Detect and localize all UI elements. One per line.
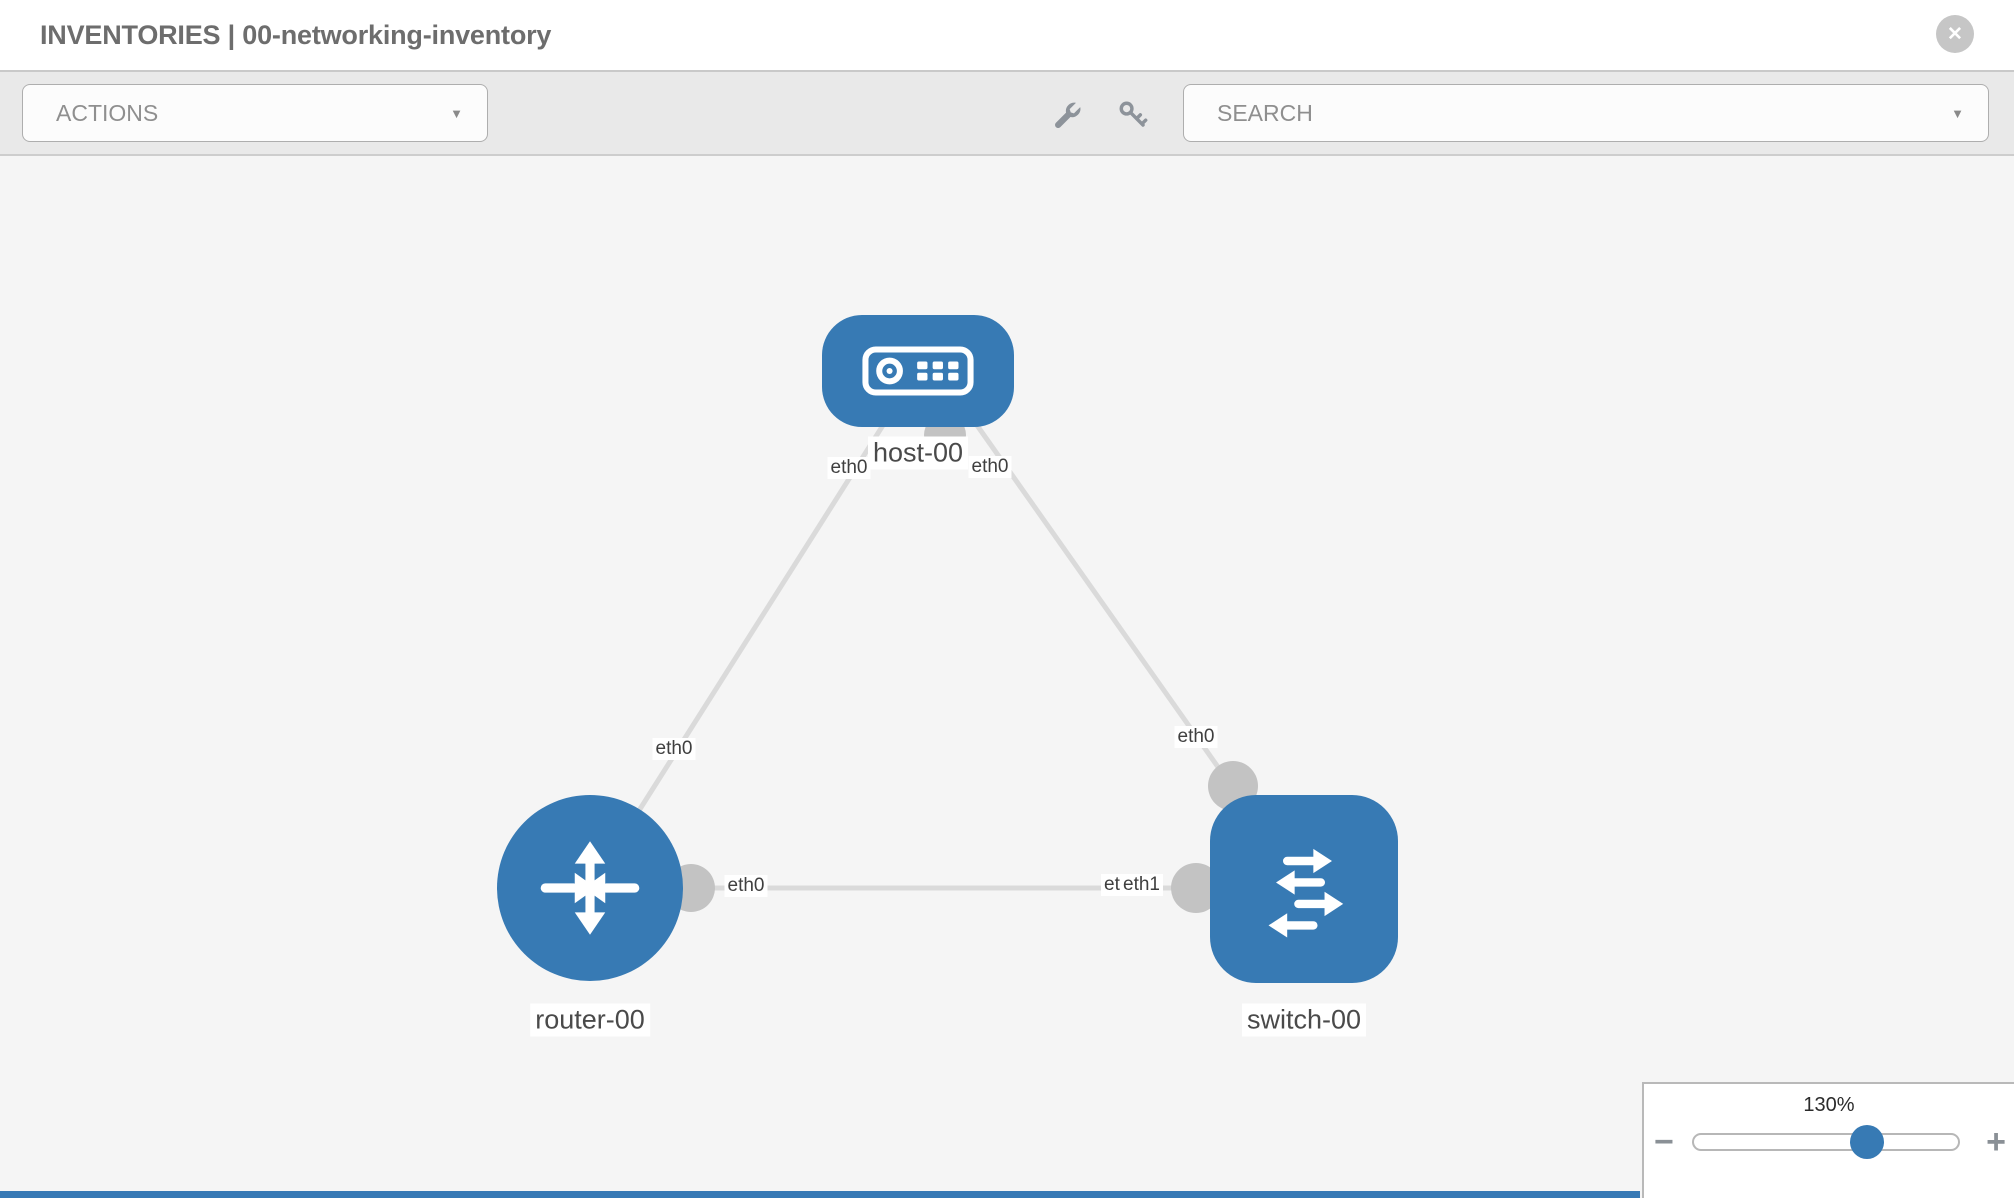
- interface-label-router-eth0: eth0: [724, 875, 768, 897]
- interface-label-switch-eth0-top: eth0: [1174, 726, 1218, 748]
- link-host-router[interactable]: [587, 368, 921, 890]
- interface-label-router-link-eth0: eth0: [652, 738, 696, 760]
- zoom-slider-thumb[interactable]: [1850, 1125, 1884, 1159]
- host-icon: [862, 346, 974, 396]
- zoom-level: 130%: [1803, 1094, 1855, 1116]
- caret-down-icon: ▼: [1951, 105, 1964, 121]
- interface-label-host-eth0-right: eth0: [968, 456, 1012, 478]
- router-icon: [540, 841, 640, 935]
- zoom-panel: 130% − +: [1642, 1082, 2014, 1198]
- topology-links: [587, 368, 1307, 913]
- actions-dropdown[interactable]: ACTIONS ▼: [22, 84, 488, 142]
- interface-label-switch-eth1: eth1: [1120, 874, 1163, 896]
- node-router-00[interactable]: [497, 795, 683, 981]
- search-placeholder: SEARCH: [1217, 99, 1313, 126]
- actions-dropdown-label: ACTIONS: [56, 99, 159, 126]
- zoom-in-button[interactable]: +: [1986, 1123, 2006, 1161]
- node-host-00[interactable]: [822, 315, 1014, 427]
- switch-icon: [1268, 848, 1344, 938]
- wrench-icon[interactable]: [1049, 97, 1085, 133]
- toolbar: ACTIONS ▼ SEARCH ▼: [0, 70, 2014, 156]
- close-icon: ✕: [1947, 23, 1963, 45]
- footer-strip: [0, 1191, 1640, 1198]
- caret-down-icon: ▼: [450, 105, 463, 121]
- zoom-slider[interactable]: [1692, 1125, 1960, 1159]
- node-label-router: router-00: [530, 1003, 650, 1037]
- topology-canvas[interactable]: host-00 router-00 switch-00 eth0 eth0 et…: [0, 156, 2014, 1198]
- page-title: INVENTORIES | 00-networking-inventory: [40, 20, 552, 50]
- interface-label-host-eth0-left: eth0: [827, 457, 871, 479]
- close-button[interactable]: ✕: [1936, 15, 1974, 53]
- port-switch-left[interactable]: [1171, 863, 1221, 913]
- node-label-host: host-00: [867, 436, 969, 470]
- node-switch-00[interactable]: [1210, 795, 1398, 983]
- node-label-switch: switch-00: [1241, 1003, 1367, 1037]
- header: INVENTORIES | 00-networking-inventory ✕: [0, 0, 2014, 70]
- search-dropdown[interactable]: SEARCH ▼: [1183, 84, 1989, 142]
- key-icon[interactable]: [1115, 97, 1151, 133]
- zoom-out-button[interactable]: −: [1654, 1123, 1674, 1161]
